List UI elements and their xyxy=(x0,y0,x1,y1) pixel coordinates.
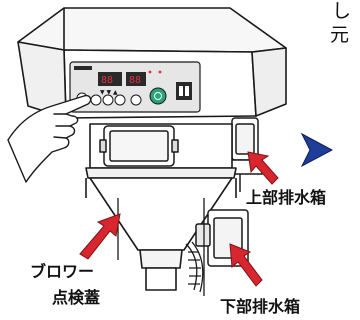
svg-text:▼ ▼ ▲: ▼ ▼ ▲ xyxy=(100,89,118,96)
support-legs xyxy=(117,198,205,296)
control-panel: 88 88 ▼ ▼ ▲ xyxy=(69,61,201,113)
display-right xyxy=(126,72,146,86)
callout-arrow-lower-drain-box xyxy=(229,243,263,287)
right-arrow-icon xyxy=(300,132,334,168)
cropped-text-line1: し xyxy=(332,0,352,22)
pointing-hand-icon xyxy=(7,94,92,183)
meter xyxy=(176,82,192,100)
start-button xyxy=(149,87,167,105)
display-left xyxy=(98,72,122,86)
cropped-text-line2: 元 xyxy=(330,24,350,46)
panel-button xyxy=(102,94,114,106)
label-lower-drain-box: 下部排水箱 xyxy=(220,297,301,316)
svg-text:88: 88 xyxy=(129,75,141,86)
drain-hose xyxy=(185,241,204,293)
label-blower-line1: ブロワー xyxy=(30,262,95,281)
panel-button xyxy=(90,94,102,106)
callout-arrow-blower-inspection xyxy=(79,213,121,260)
label-upper-drain-box: 上部排水箱 xyxy=(246,188,327,207)
inspection-window xyxy=(99,125,179,167)
svg-text:88: 88 xyxy=(101,75,113,86)
callout-arrow-upper-drain-box xyxy=(247,151,279,185)
panel-button xyxy=(114,94,126,106)
panel-button xyxy=(130,94,142,106)
label-blower-line2: 点検蓋 xyxy=(52,288,101,307)
